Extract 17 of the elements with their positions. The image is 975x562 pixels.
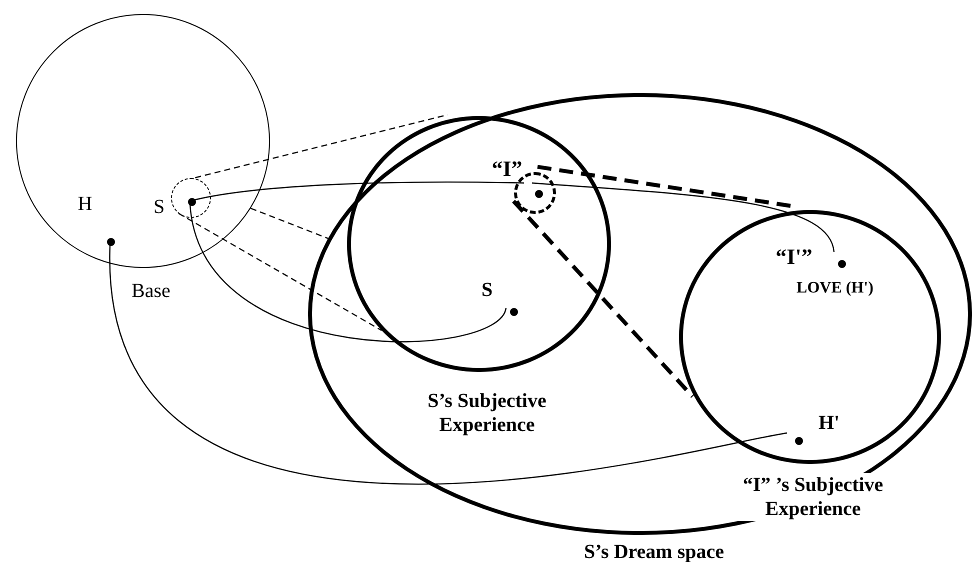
curve-line [194,182,524,201]
curve-line [109,244,788,485]
point-label: LOVE (H') [796,278,874,298]
curve-line [532,182,835,252]
shape-label: S’s Subjective Experience [426,389,548,437]
point-label: S [481,278,493,302]
dashed-line [250,208,328,239]
point-label: H [78,192,92,216]
point-label: S [153,195,165,219]
shape-label: Base [132,279,170,303]
point-label: “I” [492,156,522,182]
curve-line [189,204,507,342]
dashed-line [178,212,382,332]
shape-label: S’s Dream space [584,540,724,562]
point-label: H' [818,411,840,435]
point-label: “I'” [776,244,812,270]
dashed-line [512,200,694,398]
